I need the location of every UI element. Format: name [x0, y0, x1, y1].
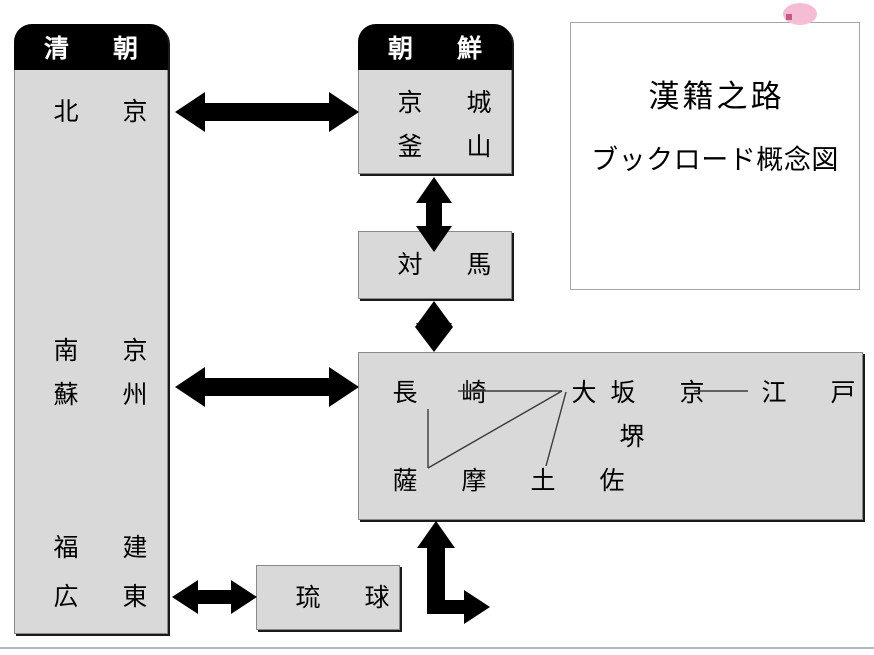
qing-city-beijing: 北 京: [53, 97, 158, 126]
arrow-qing-korea: [175, 92, 359, 132]
title-subtitle: ブックロード概念図: [591, 145, 839, 176]
tsushima-label: 対 馬: [397, 250, 502, 279]
title-main: 漢籍之路: [648, 79, 785, 115]
japan-cities-satsuma-tosa: 薩 摩 土 佐: [392, 466, 635, 495]
title-card: 漢籍之路 ブックロード概念図: [570, 22, 860, 290]
qing-city-suzhou: 蘇 州: [53, 380, 158, 409]
japan-city-sakai-kyoto: 坂 京: [610, 378, 715, 407]
qing-dynasty-box[interactable]: [14, 24, 168, 634]
qing-city-guangdong: 広 東: [53, 582, 158, 611]
korea-city-busan: 釜 山: [397, 132, 502, 161]
ryukyu-box[interactable]: [256, 565, 400, 630]
japan-city-nagasaki: 長 崎: [392, 378, 497, 407]
korea-header: 朝 鮮: [358, 24, 512, 70]
ryukyu-label: 琉 球: [295, 583, 400, 612]
arrow-tsushima-japan-full: [415, 301, 453, 352]
arrow-ryukyu-japan-elbow: [417, 521, 490, 624]
arrow-qing-ryukyu: [172, 580, 257, 614]
qing-dynasty-header: 清 朝: [14, 24, 168, 70]
japan-city-sakai: 堺: [619, 422, 655, 451]
japan-city-edo: 江 戸: [761, 378, 866, 407]
qing-city-fujian: 福 建: [53, 533, 158, 562]
arrow-tsushima-japan: [416, 302, 452, 349]
korea-city-seoul: 京 城: [397, 88, 502, 117]
arrow-tsushima-japan-body: [416, 302, 452, 328]
arrow-qing-japan: [175, 367, 359, 407]
japan-city-osaka: 大: [571, 378, 607, 407]
qing-city-nanjing: 南 京: [53, 336, 158, 365]
